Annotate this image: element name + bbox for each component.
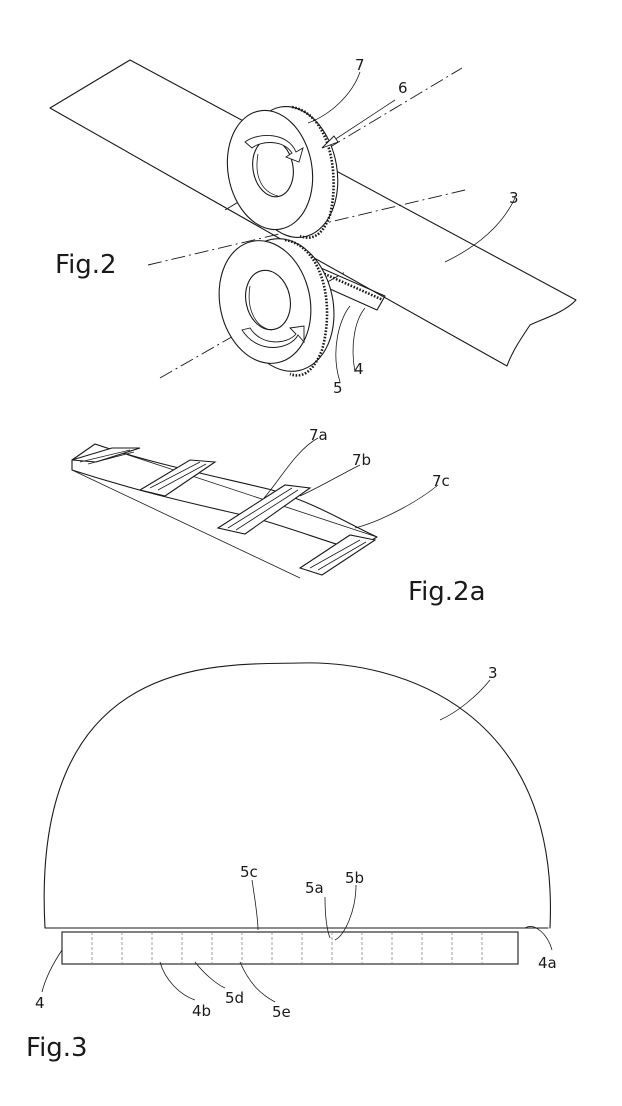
fig2-drawing — [50, 60, 576, 382]
upper-roller — [218, 99, 348, 245]
ref-3-fig3: 3 — [488, 664, 498, 682]
fig3-caption: Fig.3 — [26, 1033, 88, 1063]
ref-5b: 5b — [345, 869, 364, 887]
ref-4b: 4b — [192, 1002, 211, 1020]
corrugated-band — [72, 444, 377, 550]
ref-4-fig2: 4 — [354, 360, 364, 378]
fig2-caption: Fig.2 — [55, 250, 117, 280]
ref-7c: 7c — [432, 472, 450, 490]
ref-4-fig3: 4 — [35, 994, 45, 1012]
ref-5a: 5a — [305, 879, 324, 897]
ref-5e: 5e — [272, 1003, 291, 1021]
fig2a-drawing — [72, 438, 438, 578]
ref-7b: 7b — [352, 451, 371, 469]
ref-4a: 4a — [538, 954, 557, 972]
ref-5-fig2: 5 — [333, 379, 343, 397]
corrugation-folds — [72, 448, 375, 575]
dome-outline — [44, 663, 550, 928]
fig2a-caption: Fig.2a — [408, 577, 486, 607]
ref-7a: 7a — [309, 426, 328, 444]
fig3-drawing — [42, 663, 552, 1002]
lower-roller — [208, 229, 346, 380]
ref-5d: 5d — [225, 989, 244, 1007]
ref-6: 6 — [398, 79, 408, 97]
ref-7: 7 — [355, 56, 365, 74]
ref-3-fig2: 3 — [509, 189, 519, 207]
ref-5c: 5c — [240, 863, 258, 881]
corrugated-strip-section — [62, 932, 518, 964]
